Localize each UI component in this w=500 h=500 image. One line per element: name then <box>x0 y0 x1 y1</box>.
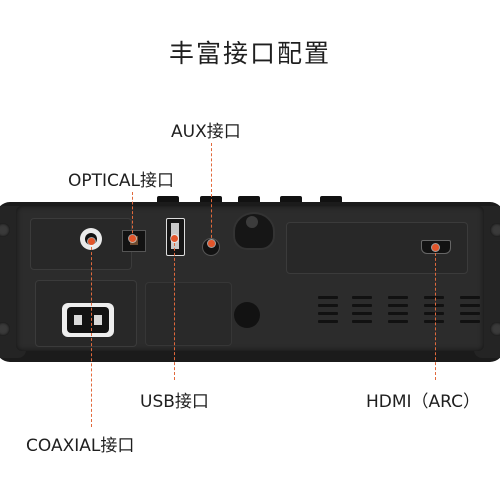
hdmi-callout-dot <box>432 244 439 251</box>
screw-icon <box>490 223 500 237</box>
top-clip <box>320 196 342 204</box>
label-plate <box>145 282 232 346</box>
aux-callout-dot <box>208 240 215 247</box>
power-socket-icon <box>62 303 114 337</box>
screw-icon <box>0 322 10 336</box>
wall-mount-icon <box>233 212 275 250</box>
aux-label: AUX接口 <box>171 122 241 142</box>
hdmi-callout-line <box>435 248 436 380</box>
top-clip <box>280 196 302 204</box>
top-clip <box>238 196 260 204</box>
usb-label: USB接口 <box>140 392 209 412</box>
coaxial-label: COAXIAL接口 <box>26 436 135 456</box>
page-title: 丰富接口配置 <box>168 39 331 68</box>
coaxial-callout-dot <box>88 238 95 245</box>
screw-icon <box>490 322 500 336</box>
top-clip <box>157 196 179 204</box>
usb-callout-line <box>174 238 175 380</box>
aux-callout-line <box>211 143 212 243</box>
optical-callout-line <box>132 192 133 238</box>
coaxial-callout-line <box>91 242 92 427</box>
optical-label: OPTICAL接口 <box>68 171 175 191</box>
hdmi-label: HDMI（ARC） <box>366 392 481 412</box>
screw-icon <box>0 223 10 237</box>
mounting-hole-icon <box>234 302 260 328</box>
usb-callout-dot <box>171 235 178 242</box>
optical-callout-dot <box>129 235 136 242</box>
